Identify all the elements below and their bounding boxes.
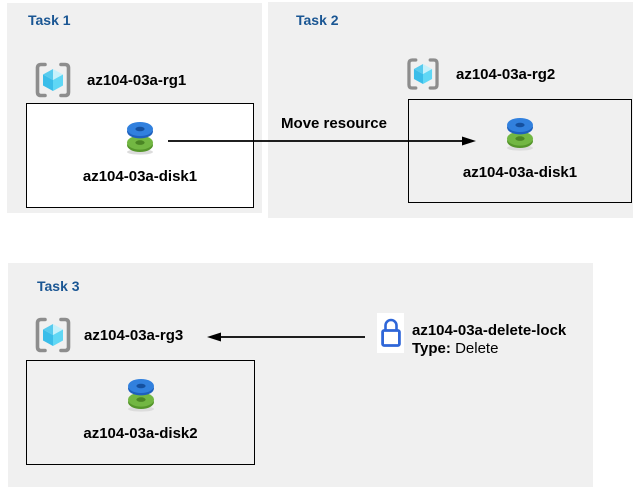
disk-label: az104-03a-disk2 [83,425,198,442]
resource-group-label: az104-03a-rg2 [456,65,556,83]
lock-icon [377,313,404,353]
task2-panel [268,2,633,218]
disk-label: az104-03a-disk1 [462,164,578,181]
resource-group-icon [404,55,442,93]
lock-name: az104-03a-delete-lock [412,322,567,339]
task3-resource-box: az104-03a-disk2 [26,360,255,465]
task3-title: Task 3 [37,278,80,294]
delete-lock-arrow [206,330,366,349]
resource-group-label: az104-03a-rg3 [84,326,184,344]
lock-type-value: Delete [455,340,499,357]
resource-group-icon [32,59,74,101]
disk-label: az104-03a-disk1 [82,168,198,185]
task3-resource-group: az104-03a-rg3 [32,313,183,357]
lock-callout: az104-03a-delete-lock Type: Delete [412,322,566,358]
task2-resource-box: az104-03a-disk1 [408,99,632,203]
disk-icon [121,118,159,161]
task2-title: Task 2 [296,12,339,28]
task2-resource-group: az104-03a-rg2 [404,53,555,95]
task1-resource-group: az104-03a-rg1 [32,58,186,102]
resource-group-icon [32,314,74,356]
move-resource-label: Move resource [281,115,387,132]
task1-resource-box: az104-03a-disk1 [26,103,254,208]
move-resource-arrow [167,133,477,154]
task1-title: Task 1 [28,12,71,28]
lock-type: Type: Delete [412,340,566,358]
lock-type-label: Type: [412,340,451,357]
task3-panel [8,263,593,487]
disk-icon [122,375,160,418]
resource-group-label: az104-03a-rg1 [87,71,187,89]
disk-icon [501,114,539,157]
